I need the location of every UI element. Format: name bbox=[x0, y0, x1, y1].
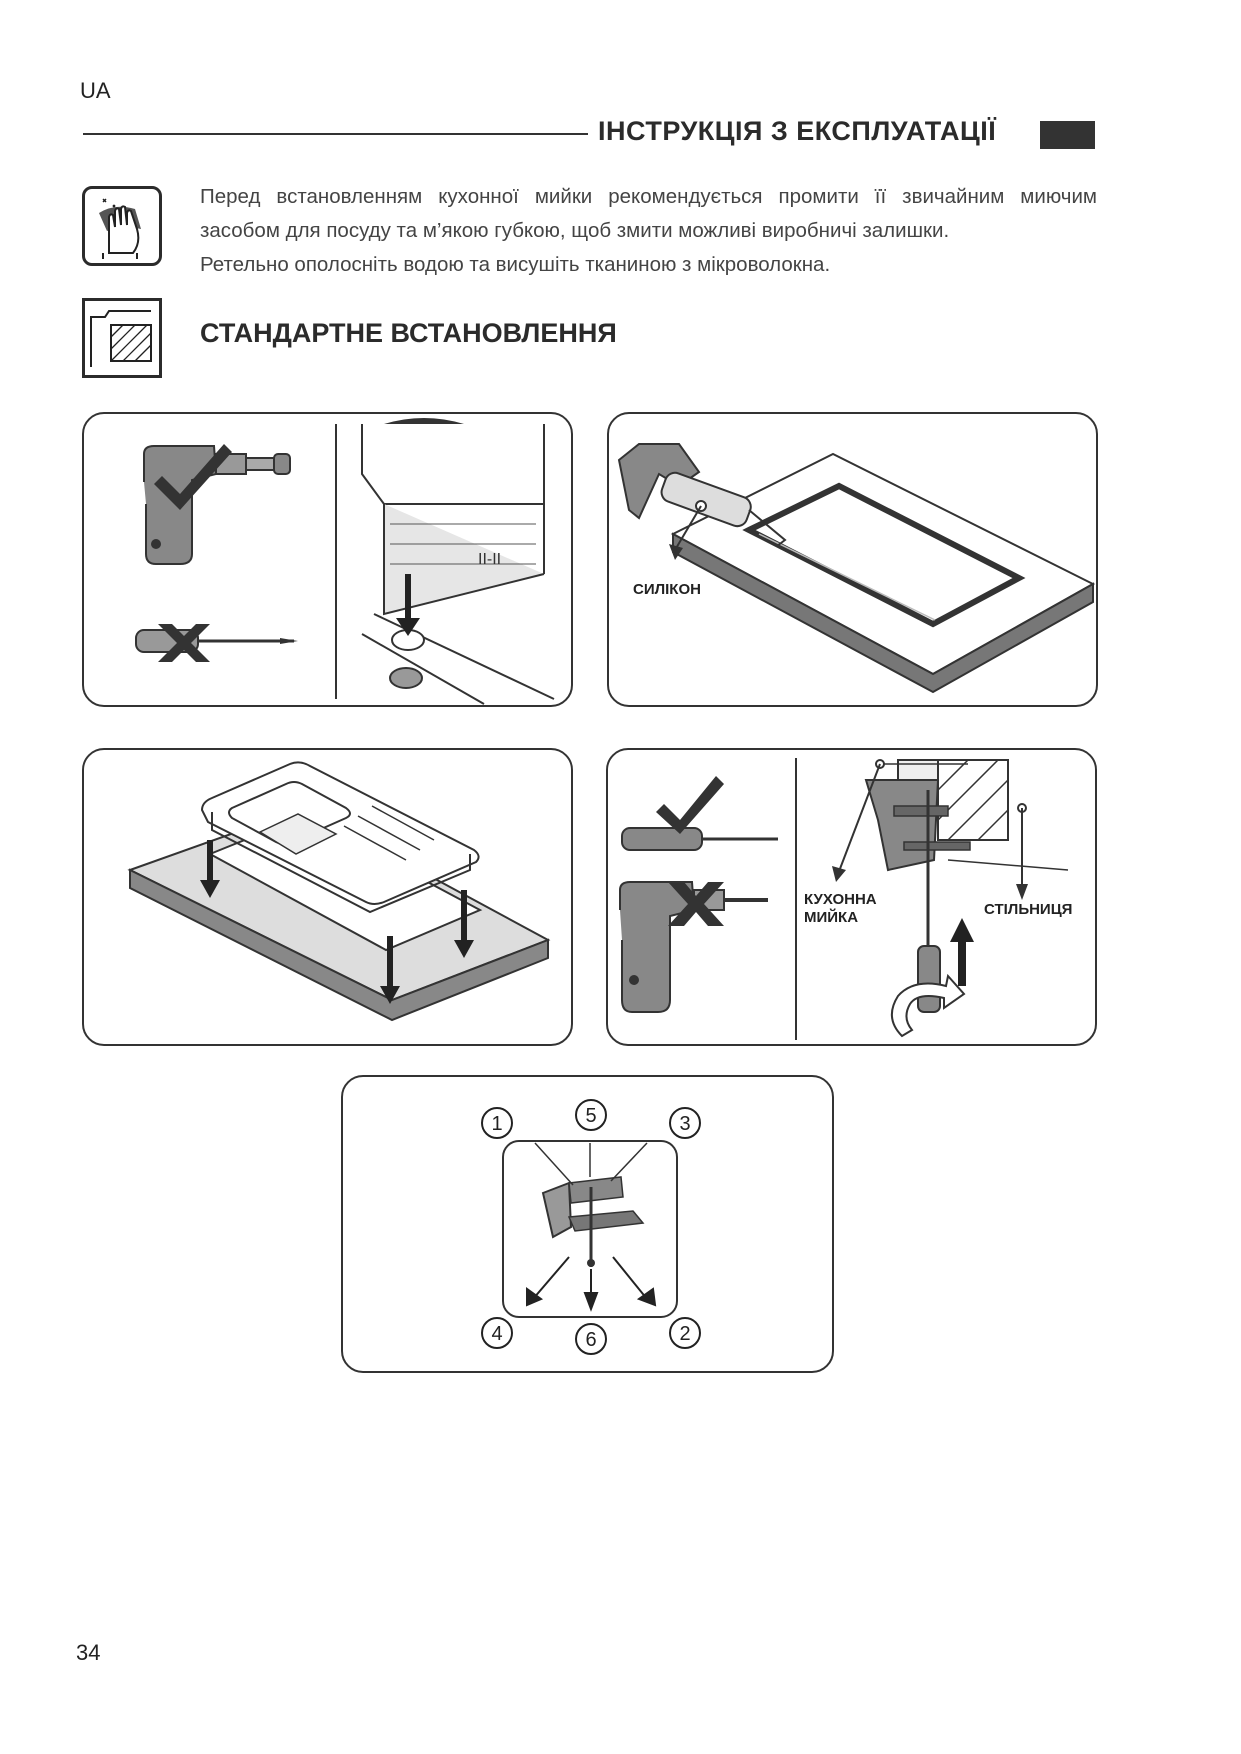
checkmark-icon bbox=[656, 776, 724, 834]
sequence-number: 4 bbox=[491, 1323, 502, 1345]
awl-icon bbox=[135, 629, 298, 653]
worktop-label: СТІЛЬНИЦЯ bbox=[984, 901, 1072, 918]
document-title: ІНСТРУКЦІЯ З ЕКСПЛУАТАЦІЇ bbox=[598, 116, 997, 146]
language-code: UA bbox=[80, 78, 111, 103]
cutout-template-icon bbox=[82, 298, 162, 378]
page-number: 34 bbox=[76, 1640, 101, 1665]
sequence-number: 1 bbox=[491, 1113, 502, 1135]
panel-tightening-sequence: 1 5 3 4 6 2 bbox=[341, 1075, 834, 1373]
sequence-number: 5 bbox=[585, 1105, 596, 1127]
rotate-arrow-icon bbox=[891, 973, 966, 1038]
title-block bbox=[1040, 121, 1095, 149]
intro-text: Перед встановленням кухонної мийки реком… bbox=[200, 180, 1097, 282]
sink-label-line-2: МИЙКА bbox=[804, 908, 858, 926]
hand-cleaning-icon bbox=[82, 186, 162, 266]
sequence-number: 3 bbox=[679, 1113, 690, 1135]
panel-silicone-application: СИЛІКОН bbox=[607, 412, 1098, 707]
intro-line-1: Перед встановленням кухонної мийки реком… bbox=[200, 185, 1097, 242]
silicone-label: СИЛІКОН bbox=[633, 581, 701, 598]
panel-placing-sink bbox=[82, 748, 573, 1046]
panel-clamp-fixing: КУХОННА МИЙКА СТІЛЬНИЦЯ bbox=[606, 748, 1097, 1046]
section-title: СТАНДАРТНЕ ВСТАНОВЛЕННЯ bbox=[200, 318, 617, 348]
cross-icon bbox=[668, 882, 724, 926]
screwdriver-icon bbox=[621, 827, 778, 851]
cross-icon bbox=[158, 624, 210, 662]
sink-label-line-1: КУХОННА bbox=[804, 891, 877, 908]
clamp-illustration bbox=[864, 759, 1069, 1013]
svg-text:II-II: II-II bbox=[478, 551, 501, 568]
panel-drilling-holes: II-II bbox=[82, 412, 573, 707]
sink-corner-illustration: II-II bbox=[361, 418, 555, 705]
header-rule bbox=[83, 133, 588, 135]
sequence-number: 6 bbox=[585, 1329, 596, 1351]
clamp-icon bbox=[541, 1176, 645, 1267]
checkmark-icon bbox=[154, 444, 232, 510]
sequence-number: 2 bbox=[679, 1323, 690, 1345]
intro-line-2: Ретельно ополосніть водою та висушіть тк… bbox=[200, 253, 831, 276]
silicone-gun-icon bbox=[617, 443, 787, 547]
